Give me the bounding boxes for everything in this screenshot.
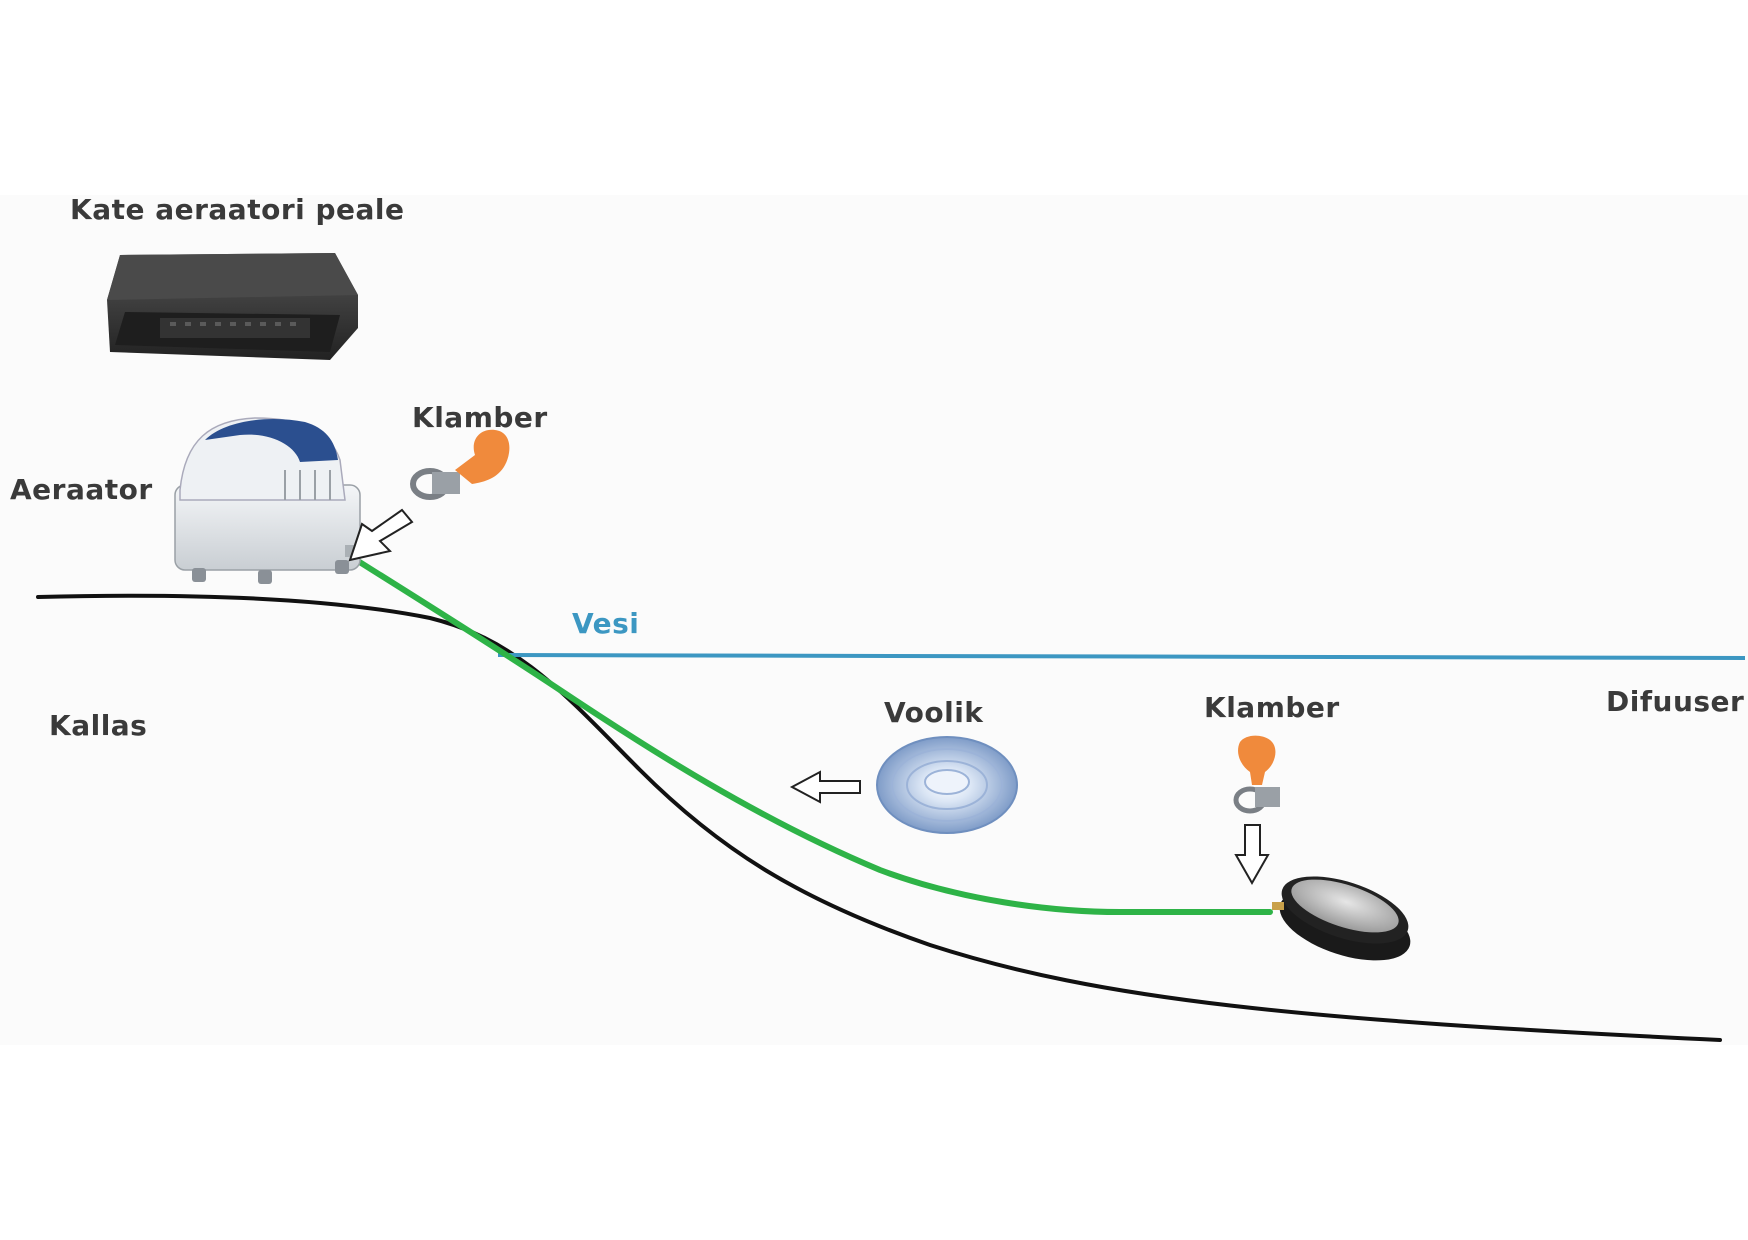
cover-label: Kate aeraatori peale	[70, 193, 405, 226]
air-pump-icon	[174, 417, 361, 584]
shore-line	[36, 593, 1722, 1042]
diffuser-label: Difuuser	[1606, 685, 1745, 718]
water-line	[497, 653, 1746, 660]
hose-clamp-icon	[410, 429, 510, 500]
water-label: Vesi	[572, 607, 640, 640]
hose-line	[347, 553, 1273, 915]
lid-icon	[107, 253, 358, 360]
tubing-coil-icon	[876, 736, 1018, 834]
arrow-icon	[1234, 824, 1270, 886]
clamp-top-label: Klamber	[412, 401, 548, 434]
hose-clamp-icon	[1233, 735, 1280, 814]
aerator-label: Aeraator	[10, 473, 153, 506]
hose-label: Voolik	[884, 696, 984, 729]
shore-label: Kallas	[49, 709, 148, 742]
arrow-icon	[348, 508, 414, 562]
arrow-icon	[789, 770, 861, 804]
disc-diffuser-icon	[1272, 876, 1411, 961]
clamp-bottom-label: Klamber	[1204, 691, 1340, 724]
